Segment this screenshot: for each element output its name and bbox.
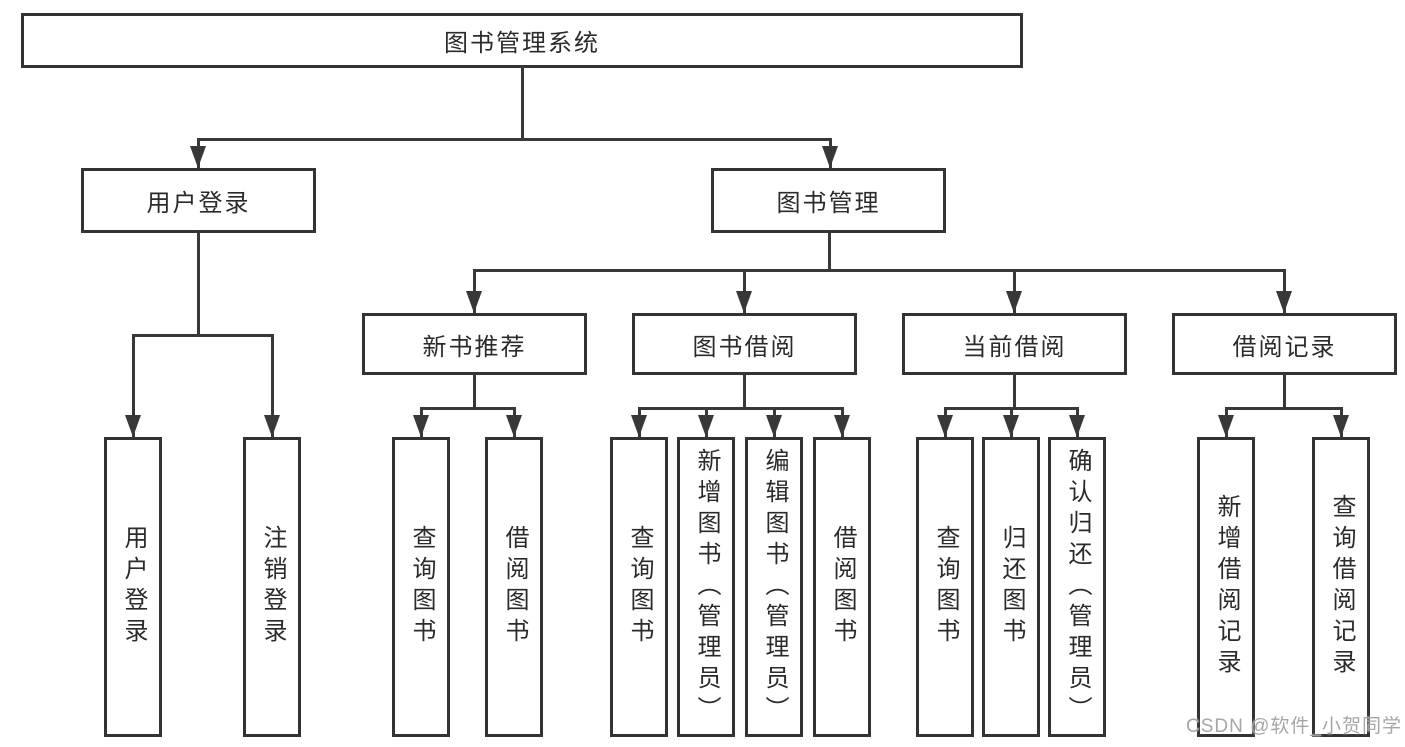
- leaf-query-books-a: 查询图书: [392, 437, 450, 737]
- leaf-add-borrow-record: 新增借阅记录: [1197, 437, 1255, 737]
- leaf-borrow-books-b: 借阅图书: [813, 437, 871, 737]
- arrow-down-icon: [125, 415, 141, 437]
- connector-line-v: [521, 66, 524, 140]
- arrow-down-icon: [1069, 415, 1085, 437]
- connector-line-h: [473, 269, 1286, 272]
- arrow-down-icon: [506, 415, 522, 437]
- arrow-down-icon: [1333, 415, 1349, 437]
- connector-line-v: [197, 231, 200, 337]
- arrow-down-icon: [736, 291, 752, 313]
- arrow-down-icon: [631, 415, 647, 437]
- leaf-edit-book-admin: 编辑图书（管理员）: [745, 437, 803, 737]
- leaf-add-book-admin: 新增图书（管理员）: [677, 437, 735, 737]
- connector-line-h: [1225, 407, 1342, 410]
- connector-line-v: [743, 373, 746, 410]
- connector-line-h: [638, 407, 844, 410]
- watermark: CSDN @软件_小贺同学: [1186, 716, 1402, 737]
- leaf-query-books-c: 查询图书: [916, 437, 974, 737]
- node-book-management: 图书管理: [711, 168, 946, 233]
- leaf-query-books-b: 查询图书: [610, 437, 668, 737]
- connector-line-h: [197, 138, 832, 141]
- node-new-book-recommend: 新书推荐: [362, 313, 587, 375]
- leaf-user-login: 用户登录: [104, 437, 162, 737]
- arrow-down-icon: [698, 415, 714, 437]
- arrow-down-icon: [190, 146, 206, 168]
- arrow-down-icon: [766, 415, 782, 437]
- arrow-down-icon: [466, 291, 482, 313]
- connector-line-v: [1283, 373, 1286, 410]
- connector-line-v: [828, 231, 831, 272]
- leaf-borrow-books-a: 借阅图书: [485, 437, 543, 737]
- node-user-login: 用户登录: [81, 168, 316, 233]
- connector-line-h: [132, 334, 273, 337]
- arrow-down-icon: [1218, 415, 1234, 437]
- leaf-logout: 注销登录: [243, 437, 301, 737]
- arrow-down-icon: [822, 146, 838, 168]
- connector-line-v: [132, 334, 135, 437]
- connector-line-v: [271, 334, 274, 437]
- leaf-return-books: 归还图书: [982, 437, 1040, 737]
- leaf-confirm-return-admin: 确认归还（管理员）: [1048, 437, 1106, 737]
- connector-line-v: [473, 373, 476, 410]
- arrow-down-icon: [264, 415, 280, 437]
- arrow-down-icon: [413, 415, 429, 437]
- node-borrow-records: 借阅记录: [1172, 313, 1397, 375]
- node-current-borrow: 当前借阅: [902, 313, 1127, 375]
- arrow-down-icon: [1006, 291, 1022, 313]
- arrow-down-icon: [1276, 291, 1292, 313]
- arrow-down-icon: [937, 415, 953, 437]
- arrow-down-icon: [1003, 415, 1019, 437]
- leaf-query-borrow-record: 查询借阅记录: [1312, 437, 1370, 737]
- connector-line-h: [420, 407, 516, 410]
- node-book-borrow: 图书借阅: [632, 313, 857, 375]
- node-root: 图书管理系统: [21, 13, 1023, 68]
- connector-line-v: [1013, 373, 1016, 410]
- arrow-down-icon: [834, 415, 850, 437]
